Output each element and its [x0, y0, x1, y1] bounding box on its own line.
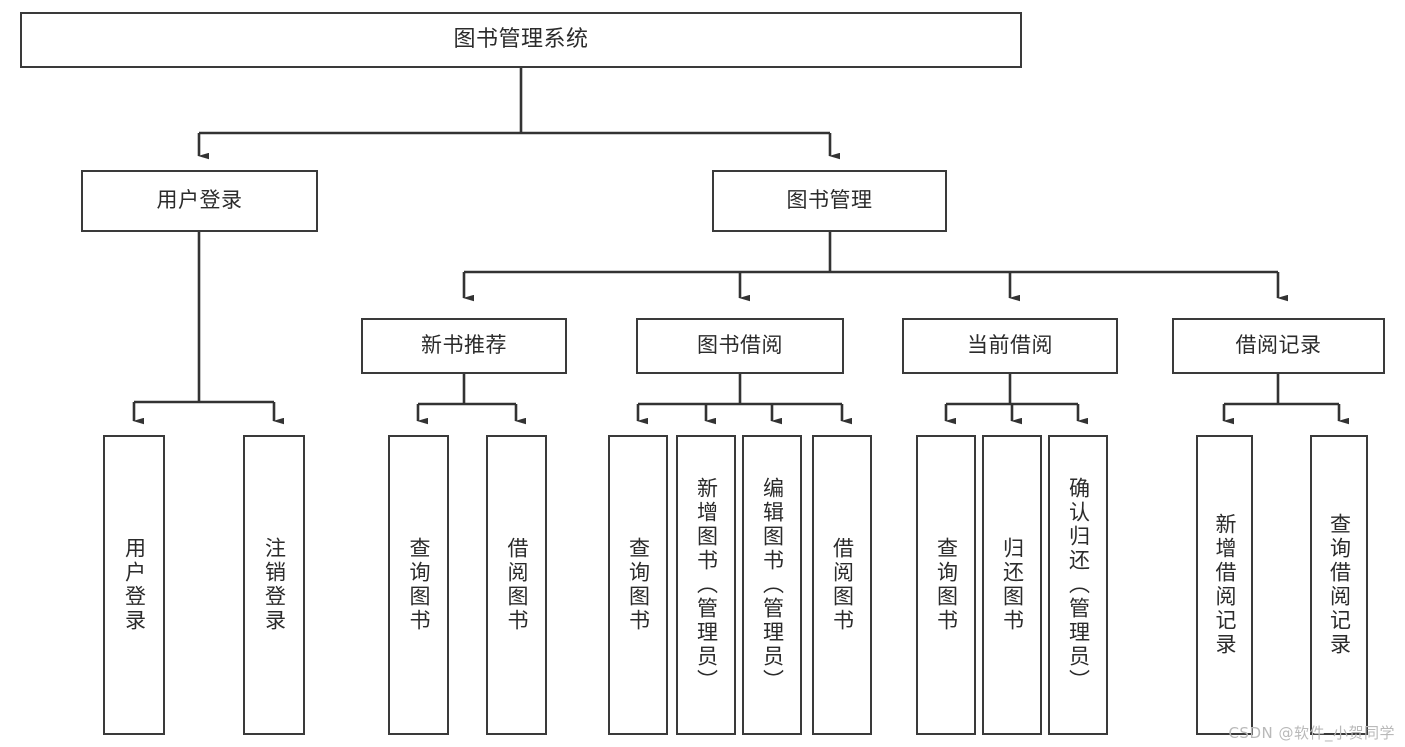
leaf-newbook-query-book[interactable]: 查询图书 [388, 435, 449, 735]
node-new-book-recommend[interactable]: 新书推荐 [361, 318, 567, 374]
leaf-user-logout[interactable]: 注销登录 [243, 435, 305, 735]
node-book-management[interactable]: 图书管理 [712, 170, 947, 232]
leaf-current-confirm-return-admin[interactable]: 确认归还（管理员） [1048, 435, 1108, 735]
node-label: 借阅图书 [505, 537, 529, 633]
node-label: 注销登录 [262, 537, 287, 633]
node-label: 新增图书（管理员） [694, 477, 719, 693]
leaf-current-query-book[interactable]: 查询图书 [916, 435, 976, 735]
node-label: 图书管理 [786, 188, 873, 213]
node-label: 归还图书 [1000, 537, 1025, 633]
leaf-borrow-query-book[interactable]: 查询图书 [608, 435, 668, 735]
leaf-user-login[interactable]: 用户登录 [103, 435, 165, 735]
node-label: 用户登录 [156, 188, 243, 213]
node-label: 查询图书 [407, 537, 431, 633]
leaf-borrow-borrow-book[interactable]: 借阅图书 [812, 435, 872, 735]
node-borrow-records[interactable]: 借阅记录 [1172, 318, 1385, 374]
node-user-login[interactable]: 用户登录 [81, 170, 318, 232]
leaf-borrow-add-book-admin[interactable]: 新增图书（管理员） [676, 435, 736, 735]
leaf-current-return-book[interactable]: 归还图书 [982, 435, 1042, 735]
node-label: 确认归还（管理员） [1066, 477, 1091, 693]
node-label: 借阅记录 [1235, 333, 1322, 358]
leaf-records-add-record[interactable]: 新增借阅记录 [1196, 435, 1253, 735]
node-label: 查询图书 [626, 537, 651, 633]
leaf-borrow-edit-book-admin[interactable]: 编辑图书（管理员） [742, 435, 802, 735]
node-label: 编辑图书（管理员） [760, 477, 785, 693]
node-label: 图书管理系统 [453, 26, 589, 52]
node-label: 用户登录 [122, 537, 147, 633]
node-label: 图书借阅 [697, 333, 783, 358]
node-label: 查询图书 [934, 537, 959, 633]
node-label: 查询借阅记录 [1327, 513, 1352, 657]
leaf-newbook-borrow-book[interactable]: 借阅图书 [486, 435, 547, 735]
leaf-records-query-record[interactable]: 查询借阅记录 [1310, 435, 1368, 735]
node-label: 新书推荐 [421, 333, 507, 358]
csdn-watermark: CSDN @软件_小贺同学 [1228, 724, 1395, 742]
node-label: 当前借阅 [967, 333, 1053, 358]
node-book-borrow[interactable]: 图书借阅 [636, 318, 844, 374]
node-label: 新增借阅记录 [1213, 513, 1237, 657]
node-root-system[interactable]: 图书管理系统 [20, 12, 1022, 68]
node-current-borrow[interactable]: 当前借阅 [902, 318, 1118, 374]
node-label: 借阅图书 [830, 537, 855, 633]
